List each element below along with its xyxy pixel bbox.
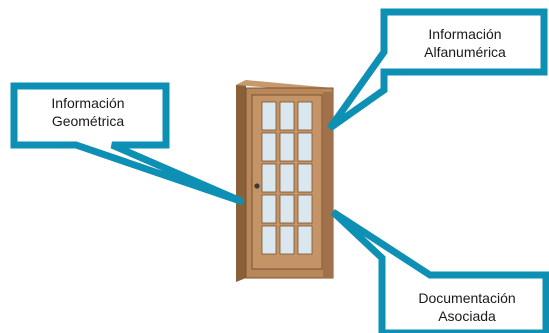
callout-documentation-line2: Asociada [438, 308, 496, 324]
door-frame-side [236, 80, 246, 282]
glass-pane [297, 225, 313, 255]
glass-pane [297, 163, 313, 193]
glass-pane [261, 163, 277, 193]
glass-pane [261, 101, 277, 131]
callout-documentation-line1: Documentación [418, 290, 516, 306]
glass-pane [261, 132, 277, 162]
glass-pane [279, 101, 295, 131]
glass-pane [279, 225, 295, 255]
callout-alphanumeric-line1: Información [428, 26, 502, 42]
callout-alphanumeric-label: Información Alfanumérica [390, 25, 540, 61]
glass-pane [279, 132, 295, 162]
callout-alphanumeric-line2: Alfanumérica [424, 44, 506, 60]
glass-pane [297, 194, 313, 224]
glass-pane [297, 101, 313, 131]
glass-pane [279, 163, 295, 193]
glass-pane [279, 194, 295, 224]
door-illustration [236, 80, 334, 282]
glass-pane [297, 132, 313, 162]
callout-geometric-line2: Geométrica [51, 113, 125, 129]
callout-alphanumeric [327, 8, 548, 131]
door-jamb-right [323, 92, 333, 278]
callout-documentation-label: Documentación Asociada [388, 289, 546, 325]
callout-geometric-line1: Información [51, 95, 125, 111]
callout-geometric-label: Información Geométrica [14, 94, 162, 130]
glass-pane [261, 194, 277, 224]
door-knob [254, 183, 260, 189]
callout-documentation [330, 209, 549, 333]
glass-panes [261, 101, 313, 255]
callout-geometric [10, 82, 245, 206]
glass-pane [261, 225, 277, 255]
